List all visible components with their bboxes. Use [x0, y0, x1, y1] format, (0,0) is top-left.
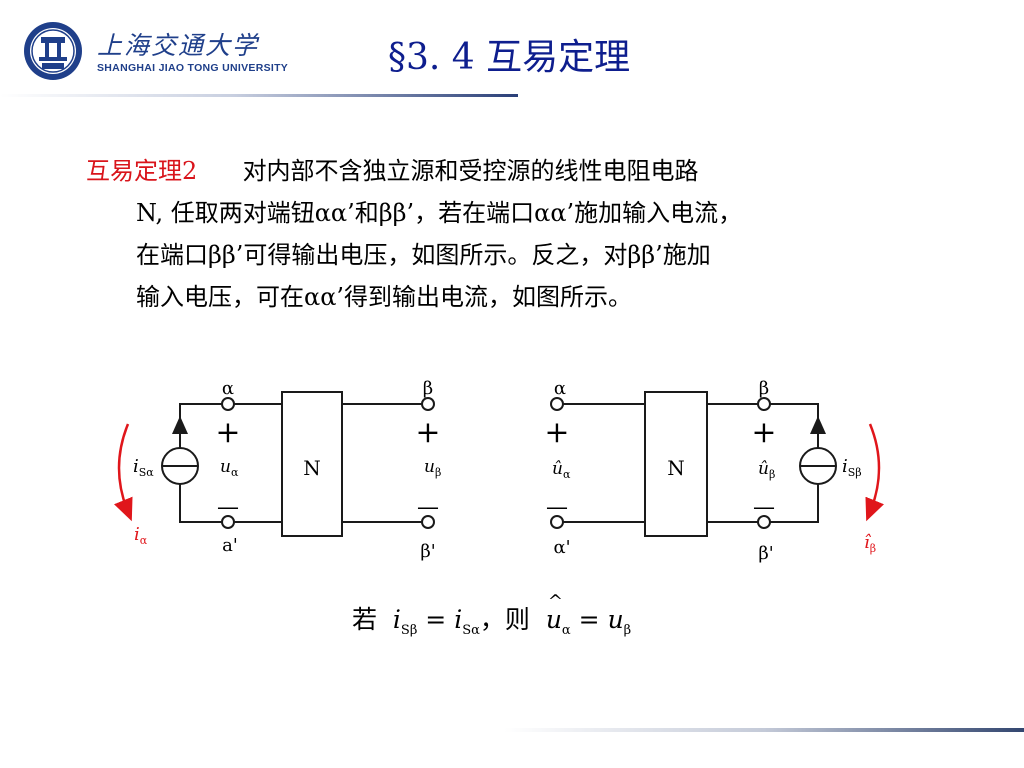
right-plus-alpha: +	[544, 415, 569, 450]
formula-eq-2: =	[578, 605, 600, 634]
reciprocity-formula: 若 iSβ = iSα，则 uα = uβ	[352, 591, 632, 638]
right-label-alpha: α	[554, 378, 566, 399]
theorem-name: 互易定理2	[86, 157, 198, 185]
formula-sub-s-beta: Sβ	[400, 623, 418, 638]
theorem-paragraph: 互易定理2 对内部不含独立源和受控源的线性电阻电路 N, 任取两对端钮αα’和β…	[86, 150, 966, 318]
left-label-alpha-prime: a'	[222, 535, 238, 556]
footer-rule	[504, 728, 1024, 732]
right-voltage-alpha: ûα	[552, 459, 571, 481]
left-terminal-alpha-prime	[221, 515, 235, 529]
logo-english-name: SHANGHAI JIAO TONG UNIVERSITY	[97, 62, 289, 74]
paragraph-line-3: 在端口ββ’可得输出电压，如图所示。反之，对ββ’施加	[136, 241, 711, 269]
left-terminal-beta	[421, 397, 435, 411]
formula-u: u	[607, 605, 624, 634]
left-source-label: iSα	[133, 456, 154, 479]
left-current-arrow-icon	[114, 423, 133, 522]
left-current-label: iα	[134, 524, 148, 547]
right-plus-beta: +	[751, 415, 776, 450]
paragraph-line-2: N, 任取两对端钮αα’和ββ’，若在端口αα’施加输入电流，	[136, 199, 743, 227]
logo-chinese-name: 上海交通大学	[97, 31, 260, 60]
formula-sub-s-alpha: Sα	[462, 623, 480, 638]
formula-u-hat: u	[546, 591, 563, 634]
formula-sub-alpha: α	[561, 623, 571, 638]
left-network-label: N	[303, 456, 321, 480]
right-source-label: iSβ	[842, 456, 862, 479]
left-circuit: N α a' β β' iSα + — + — uα uβ iα	[114, 378, 441, 562]
right-circuit: N α α' β β' iSβ + — + — ûα ûβ îβ	[544, 378, 884, 564]
university-seal-icon	[24, 22, 82, 80]
left-plus-beta: +	[415, 415, 440, 450]
left-label-beta-prime: β'	[420, 541, 435, 562]
left-label-beta: β	[423, 378, 433, 399]
right-terminal-beta-prime	[757, 515, 771, 529]
page-title: §3. 4 互易定理	[388, 37, 631, 78]
right-label-beta-prime: β'	[758, 543, 773, 564]
left-voltage-alpha: uα	[220, 457, 239, 479]
left-label-alpha: α	[222, 378, 234, 399]
right-label-beta: β	[759, 378, 769, 399]
left-voltage-beta: uβ	[424, 457, 441, 479]
paragraph-line-4: 输入电压，可在αα’得到输出电流，如图所示。	[136, 283, 633, 311]
right-network-label: N	[667, 456, 685, 480]
paragraph-text-1: 对内部不含独立源和受控源的线性电阻电路	[242, 157, 699, 185]
left-plus-alpha: +	[215, 415, 240, 450]
formula-sub-beta: β	[623, 623, 632, 638]
left-network-box	[281, 391, 343, 537]
formula-if: 若	[352, 605, 378, 634]
right-minus-beta: —	[753, 495, 775, 520]
left-minus-beta: —	[417, 495, 439, 520]
formula-then: ，则	[479, 605, 530, 634]
university-logo: 上海交通大学 SHANGHAI JIAO TONG UNIVERSITY	[22, 20, 288, 82]
title-underline	[0, 94, 518, 97]
circuit-diagrams: N α a' β β' iSα + — + — uα uβ iα N	[114, 378, 884, 564]
right-minus-alpha: —	[546, 495, 568, 520]
right-current-arrow-icon	[865, 423, 884, 522]
right-terminal-alpha	[550, 397, 564, 411]
left-minus-alpha: —	[217, 495, 239, 520]
formula-i-left: i	[392, 605, 401, 634]
right-voltage-beta: ûβ	[758, 459, 775, 481]
formula-i-right: i	[454, 605, 463, 634]
right-current-label: îβ	[864, 532, 876, 555]
formula-eq-1: =	[425, 605, 447, 634]
right-terminal-alpha-prime	[550, 515, 564, 529]
right-network-box	[644, 391, 708, 537]
left-terminal-beta-prime	[421, 515, 435, 529]
right-terminal-beta	[757, 397, 771, 411]
paragraph-line-1: 互易定理2 对内部不含独立源和受控源的线性电阻电路	[86, 150, 966, 192]
right-label-alpha-prime: α'	[553, 537, 570, 558]
left-terminal-alpha	[221, 397, 235, 411]
